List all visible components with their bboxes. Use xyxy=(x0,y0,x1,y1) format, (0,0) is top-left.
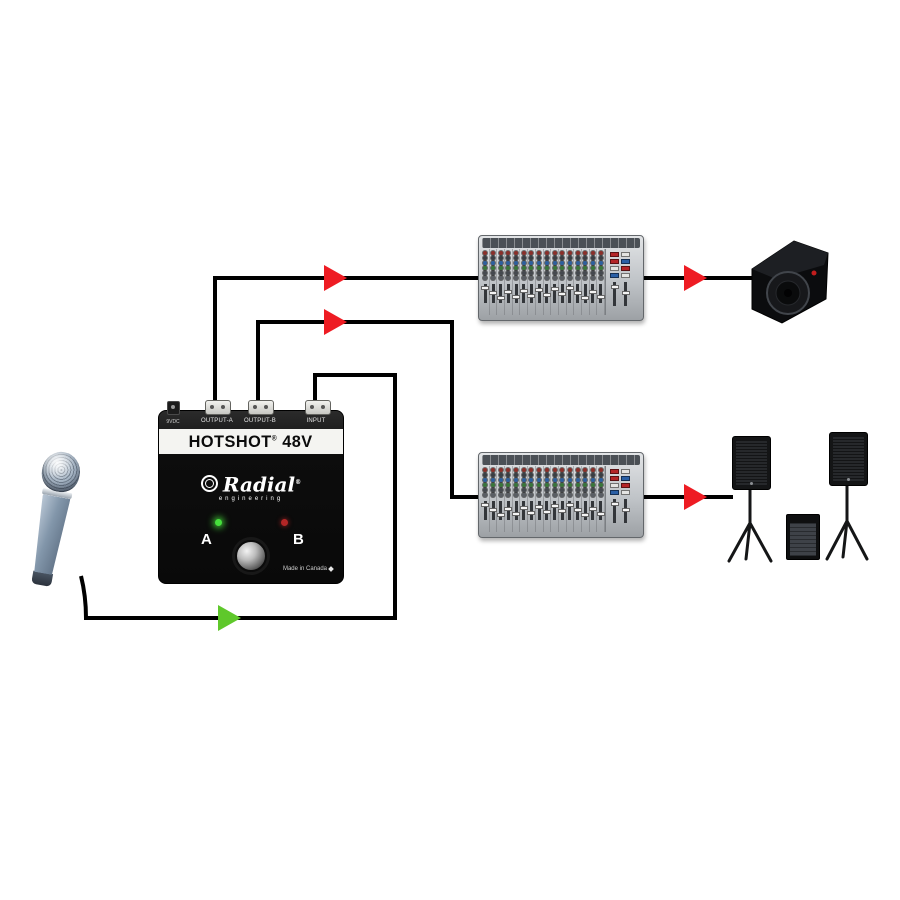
brand-name: Radial® xyxy=(223,473,301,495)
output-b-jack xyxy=(248,400,274,415)
mixer-channel-strip xyxy=(542,249,552,315)
brand-registered-mark: ® xyxy=(295,479,302,486)
cable-mic-to-input xyxy=(79,373,397,620)
mixer-channel-strip xyxy=(496,466,506,532)
mixer-channel-strip xyxy=(542,466,552,532)
mic-body xyxy=(29,494,70,576)
pa-speaker-left xyxy=(732,436,771,490)
pa-grille xyxy=(833,436,864,482)
led-a xyxy=(215,519,222,526)
mixer-channel-strip xyxy=(512,249,521,315)
channel-b-label: B xyxy=(293,531,304,548)
led-b xyxy=(281,519,288,526)
mixer-channel-strip xyxy=(535,466,544,532)
output-a-label: OUTPUT-A xyxy=(201,418,233,424)
brand-text: Radial xyxy=(222,472,296,497)
origin-text: Made in Canada xyxy=(282,566,334,572)
arrow-output-a-icon xyxy=(324,265,347,291)
speaker-stand-right xyxy=(825,480,869,561)
footswitch-button xyxy=(235,540,267,572)
output-a-jack xyxy=(205,400,231,415)
mixer-channel-strip xyxy=(481,249,490,315)
radial-emblem-icon xyxy=(200,475,218,493)
mixer-channel-strip xyxy=(581,466,590,532)
model-text: HOTSHOT xyxy=(188,431,273,451)
arrow-monitor-feed-icon xyxy=(684,265,707,291)
mixer-master-section xyxy=(605,466,640,532)
radial-logo: Radial® engineering xyxy=(159,473,343,502)
mixer-jack-panel xyxy=(482,455,640,465)
made-in-canada-text: Made in Canada xyxy=(282,566,327,572)
model-variant: 48V xyxy=(277,431,314,451)
wedge-top-facet xyxy=(752,241,828,279)
stage-wedge-monitor xyxy=(751,240,829,324)
cable-output-a-to-top-mixer xyxy=(213,276,478,404)
registered-mark: ® xyxy=(272,434,278,442)
mixer-jack-panel xyxy=(482,238,640,248)
pa-grille xyxy=(736,440,767,486)
subwoofer-grille xyxy=(790,523,816,556)
mixer-channel-strip xyxy=(527,466,536,532)
mixer-channel-strip xyxy=(519,249,529,315)
brand-subtitle: engineering xyxy=(218,495,284,502)
cable-output-b-to-bottom-mixer xyxy=(256,320,478,499)
maple-leaf-icon xyxy=(328,566,334,572)
mixer-channel-strip xyxy=(596,249,605,315)
mixer-channel-strip xyxy=(489,466,498,532)
mixing-console-bottom xyxy=(478,452,644,538)
mixer-master-section xyxy=(605,249,640,315)
mixer-channel-strip xyxy=(558,466,567,532)
mixer-channel-strip xyxy=(519,466,529,532)
mixer-channel-strip xyxy=(588,466,598,532)
mixer-channel-strip xyxy=(504,466,513,532)
mixer-channel-strip xyxy=(596,466,605,532)
mixer-channel-strip xyxy=(565,466,575,532)
mixer-channel-strip xyxy=(512,466,521,532)
mixer-channel-strip xyxy=(496,249,506,315)
mixer-channel-strip xyxy=(550,249,559,315)
model-nameplate: HOTSHOT® 48V xyxy=(159,429,343,454)
mixer-channel-strip xyxy=(535,249,544,315)
mixer-channel-strip xyxy=(565,249,575,315)
pa-logo-dot xyxy=(847,478,850,481)
output-b-label: OUTPUT-B xyxy=(244,418,276,424)
mixing-console-top xyxy=(478,235,644,321)
input-label: INPUT xyxy=(306,418,326,424)
hotshot-48v-unit: 9VDC OUTPUT-A OUTPUT-B INPUT HOTSHOT® 48… xyxy=(158,400,344,584)
mixer-channel-strip xyxy=(573,249,582,315)
arrow-mic-signal-icon xyxy=(218,605,241,631)
mixer-channel-strip xyxy=(527,249,536,315)
speaker-stand-left xyxy=(727,484,773,563)
mixer-channel-strip xyxy=(489,249,498,315)
arrow-output-b-icon xyxy=(324,309,347,335)
power-jack xyxy=(167,401,180,415)
channel-a-label: A xyxy=(201,531,212,548)
wedge-logo-dot xyxy=(811,270,817,276)
mixer-channel-strip xyxy=(550,466,559,532)
mixer-channel-strip xyxy=(558,249,567,315)
mixer-channel-strip xyxy=(481,466,490,532)
mixer-channel-strips xyxy=(481,249,605,315)
power-jack-label: 9VDC xyxy=(166,419,180,425)
model-name: HOTSHOT® 48V xyxy=(189,432,313,452)
mixer-channel-strip xyxy=(588,249,598,315)
pa-logo-dot xyxy=(750,482,753,485)
wedge-dust-cap xyxy=(784,289,792,297)
mixer-channel-strip xyxy=(573,466,582,532)
mixer-channel-strips xyxy=(481,466,605,532)
pa-speaker-right xyxy=(829,432,868,486)
mixer-channel-strip xyxy=(504,249,513,315)
subwoofer xyxy=(786,514,820,560)
input-jack xyxy=(305,400,331,415)
arrow-pa-feed-icon xyxy=(684,484,707,510)
mixer-channel-strip xyxy=(581,249,590,315)
